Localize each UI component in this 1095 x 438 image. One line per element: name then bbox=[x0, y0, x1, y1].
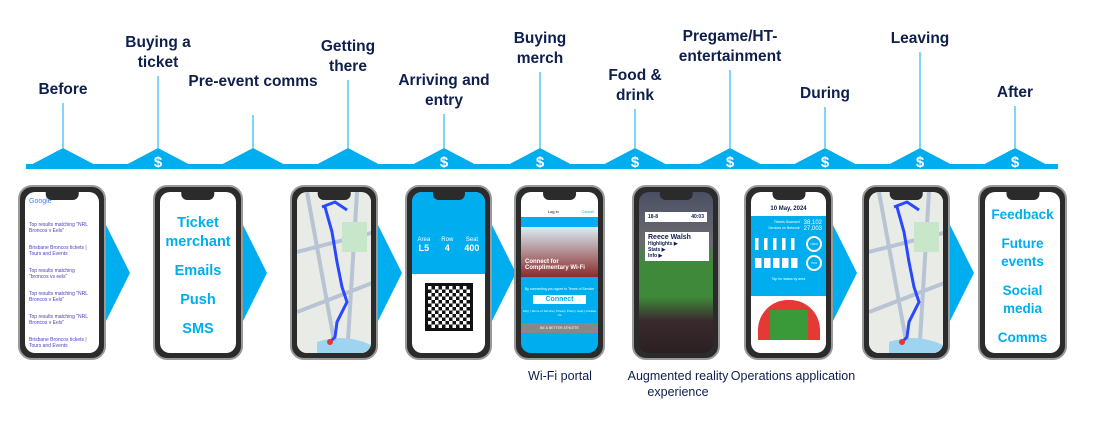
dollar-icon: $ bbox=[536, 154, 545, 171]
stadium-map[interactable] bbox=[757, 300, 820, 340]
phone-after: Feedback Future events Social media Comm… bbox=[978, 185, 1067, 360]
stage-label: During bbox=[800, 85, 850, 102]
timeline-peak bbox=[977, 148, 1053, 168]
caption-ar: Augmented reality experience bbox=[627, 369, 729, 399]
after-social-media: Social media bbox=[1002, 283, 1043, 316]
ar-clock: 40:03 bbox=[691, 214, 704, 220]
wifi-links[interactable]: FAQ | Terms of Service | Privacy Policy … bbox=[522, 309, 597, 317]
stage-label: Buying a ticket bbox=[125, 34, 191, 71]
wifi-title: Connect for Complimentary Wi-Fi bbox=[521, 227, 598, 277]
stage-label: Pre-event comms bbox=[188, 73, 318, 90]
phone-wifi-portal: Log in Cancel Connect for Complimentary W… bbox=[514, 185, 605, 360]
dollar-icon: $ bbox=[1011, 154, 1020, 171]
ar-score: 18-8 bbox=[648, 214, 659, 220]
caption-wifi-portal: Wi-Fi portal bbox=[528, 369, 592, 383]
phone-search-results: Google Top results matching "NRL Broncos… bbox=[18, 185, 106, 360]
search-result-link[interactable]: Top results matching "NRL Broncos v Eels… bbox=[29, 291, 88, 303]
search-result-link[interactable]: Top results matching "NRL Broncos v Eels… bbox=[29, 314, 88, 326]
timeline-peak bbox=[215, 148, 291, 168]
timeline-peak bbox=[310, 148, 386, 168]
stage-label: Leaving bbox=[890, 30, 950, 47]
dollar-icon: $ bbox=[154, 154, 163, 171]
arrow-icon bbox=[833, 225, 857, 321]
dollar-icon: $ bbox=[440, 154, 449, 171]
ar-highlights-link[interactable]: Highlights ▶ bbox=[648, 241, 678, 247]
stage-label: Arriving and entry bbox=[398, 72, 490, 109]
arrow-icon bbox=[492, 225, 516, 321]
timeline-peak bbox=[882, 148, 958, 168]
wifi-ad-banner: BE A BETTER ATHLETE bbox=[521, 323, 598, 333]
wifi-terms: By connecting you agree to Terms of Serv… bbox=[524, 287, 595, 291]
seat-label: Seat bbox=[465, 237, 479, 243]
after-comms: Comms bbox=[997, 330, 1048, 345]
row-value: 4 bbox=[444, 243, 450, 253]
search-result-link[interactable]: Top results matching "broncos vs eels" bbox=[29, 268, 75, 280]
timeline-peak bbox=[692, 148, 768, 168]
timeline-peak bbox=[120, 148, 196, 168]
dollar-icon: $ bbox=[916, 154, 925, 171]
route-map bbox=[869, 192, 943, 353]
stage-label: Food & drink bbox=[608, 67, 662, 104]
gauge-2: 70% bbox=[806, 255, 822, 271]
stage-label: Before bbox=[38, 81, 88, 98]
devices-value: 27,003 bbox=[803, 226, 822, 232]
dollar-icon: $ bbox=[726, 154, 735, 171]
timeline-peak bbox=[502, 148, 578, 168]
timeline-peak bbox=[25, 148, 101, 168]
timeline-peak bbox=[787, 148, 863, 168]
tickets-value: 38,102 bbox=[803, 220, 822, 226]
tickets-label: Tickets Scanned bbox=[773, 220, 800, 224]
arrow-icon bbox=[106, 225, 130, 321]
comms-ticket-merchant: Ticket merchant bbox=[165, 215, 231, 250]
arrow-icon bbox=[243, 225, 267, 321]
comms-sms: SMS bbox=[182, 321, 214, 337]
arrow-icon bbox=[378, 225, 402, 321]
dollar-icon: $ bbox=[821, 154, 830, 171]
stage-label: Buying merch bbox=[513, 30, 567, 67]
route-map bbox=[297, 192, 371, 353]
area-label: Area bbox=[417, 237, 431, 243]
search-result-link[interactable]: Top results matching "NRL Broncos v Eels… bbox=[29, 222, 88, 234]
dollar-icon: $ bbox=[631, 154, 640, 171]
ops-date: 10 May, 2024 bbox=[770, 206, 807, 212]
timeline-peak bbox=[406, 148, 482, 168]
gauge-1: 100% bbox=[806, 236, 822, 252]
ops-tap-hint[interactable]: Tap for status by area bbox=[771, 277, 806, 281]
comms-emails: Emails bbox=[174, 263, 222, 279]
stage-label: Getting there bbox=[320, 38, 376, 75]
phone-map-leaving bbox=[862, 185, 950, 360]
search-result-link[interactable]: Brisbane Broncos tickets | Tours and Eve… bbox=[29, 245, 87, 257]
stage-label: Pregame/HT-entertainment bbox=[678, 28, 782, 65]
devices-label: Devices on Network bbox=[768, 226, 800, 230]
after-future-events: Future events bbox=[1001, 236, 1044, 269]
wifi-cancel-link[interactable]: Cancel bbox=[581, 209, 594, 214]
seat-value: 400 bbox=[464, 243, 480, 253]
area-value: L5 bbox=[418, 243, 430, 253]
caption-operations: Operations application bbox=[730, 369, 856, 383]
wifi-connect-button[interactable]: Connect bbox=[533, 295, 586, 304]
timeline-peak bbox=[597, 148, 673, 168]
ar-player-name: Reece Walsh bbox=[648, 234, 691, 241]
wifi-header: Log in bbox=[547, 209, 559, 214]
arrow-icon bbox=[950, 225, 974, 321]
comms-push: Push bbox=[180, 292, 216, 308]
phone-ar: 18-8 40:03 Reece Walsh Highlights ▶ Stats… bbox=[632, 185, 720, 360]
qr-code-icon bbox=[424, 283, 473, 331]
search-result-link[interactable]: Brisbane Broncos tickets | Tours and Eve… bbox=[29, 337, 87, 349]
ar-stats-link[interactable]: Stats ▶ bbox=[648, 247, 666, 253]
google-logo: Google bbox=[29, 198, 52, 205]
phone-map bbox=[290, 185, 378, 360]
phone-comms: Ticket merchant Emails Push SMS bbox=[153, 185, 243, 360]
after-feedback: Feedback bbox=[991, 207, 1054, 222]
row-label: Row bbox=[441, 237, 454, 243]
ar-info-link[interactable]: Info ▶ bbox=[648, 253, 663, 259]
journey-timeline: $ $ $ $ $ $ $ $ bbox=[25, 52, 1058, 171]
stage-label: After bbox=[996, 84, 1034, 101]
